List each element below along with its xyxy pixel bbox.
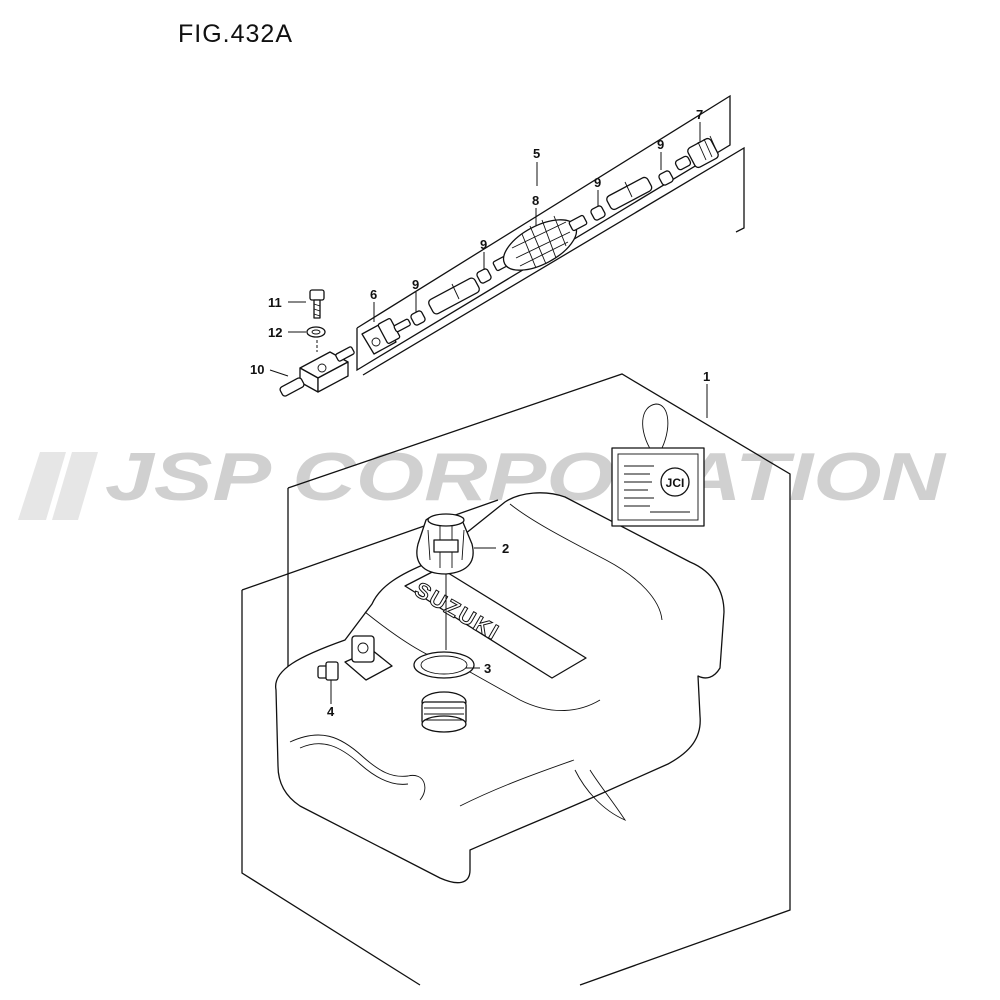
callout-clip-a: 9 (412, 277, 419, 292)
callout-tank: 1 (703, 369, 710, 384)
callout-labels: 1 2 3 4 5 6 7 8 9 9 9 9 10 11 12 (250, 107, 710, 719)
callout-cap: 2 (502, 541, 509, 556)
callout-clip-c: 9 (594, 175, 601, 190)
tag-logo-text: JCI (666, 476, 685, 490)
callout-clip-b: 9 (480, 237, 487, 252)
jci-tag: JCI (611, 403, 705, 527)
callout-connector-tank: 6 (370, 287, 377, 302)
clip-c (590, 205, 606, 221)
leader-lines (269, 122, 708, 704)
clip-b (476, 268, 492, 284)
watermark: JSP CORPORATION (18, 439, 947, 520)
callout-primer-bulb: 8 (532, 193, 539, 208)
clip-a (410, 310, 426, 326)
callout-fitting: 4 (327, 704, 335, 719)
connector-tank (361, 318, 411, 355)
fitting (317, 661, 339, 700)
callout-gasket: 3 (484, 661, 491, 676)
watermark-logo-icon (18, 452, 98, 520)
hose-assembly-frame (356, 94, 745, 376)
fuel-joint (279, 346, 355, 397)
primer-bulb (492, 214, 588, 272)
vent-bracket (344, 635, 393, 681)
callout-bolt: 11 (268, 295, 282, 310)
callout-joint: 10 (250, 362, 264, 377)
hose-segment-a (428, 277, 480, 315)
fuel-cap (416, 513, 474, 650)
hose-segment-b (606, 176, 653, 211)
fuel-tank: SUZUKI (275, 492, 725, 884)
bolt (309, 289, 325, 352)
callout-hose-assy: 5 (533, 146, 540, 161)
callout-clip-d: 9 (657, 137, 664, 152)
callout-washer: 12 (268, 325, 282, 340)
washer (306, 326, 326, 338)
gasket (413, 651, 475, 679)
connector-engine (674, 135, 719, 171)
figure-title: FIG.432A (178, 20, 293, 48)
clip-d (658, 170, 674, 186)
filler-neck (421, 691, 467, 733)
callout-connector-engine: 7 (696, 107, 703, 122)
